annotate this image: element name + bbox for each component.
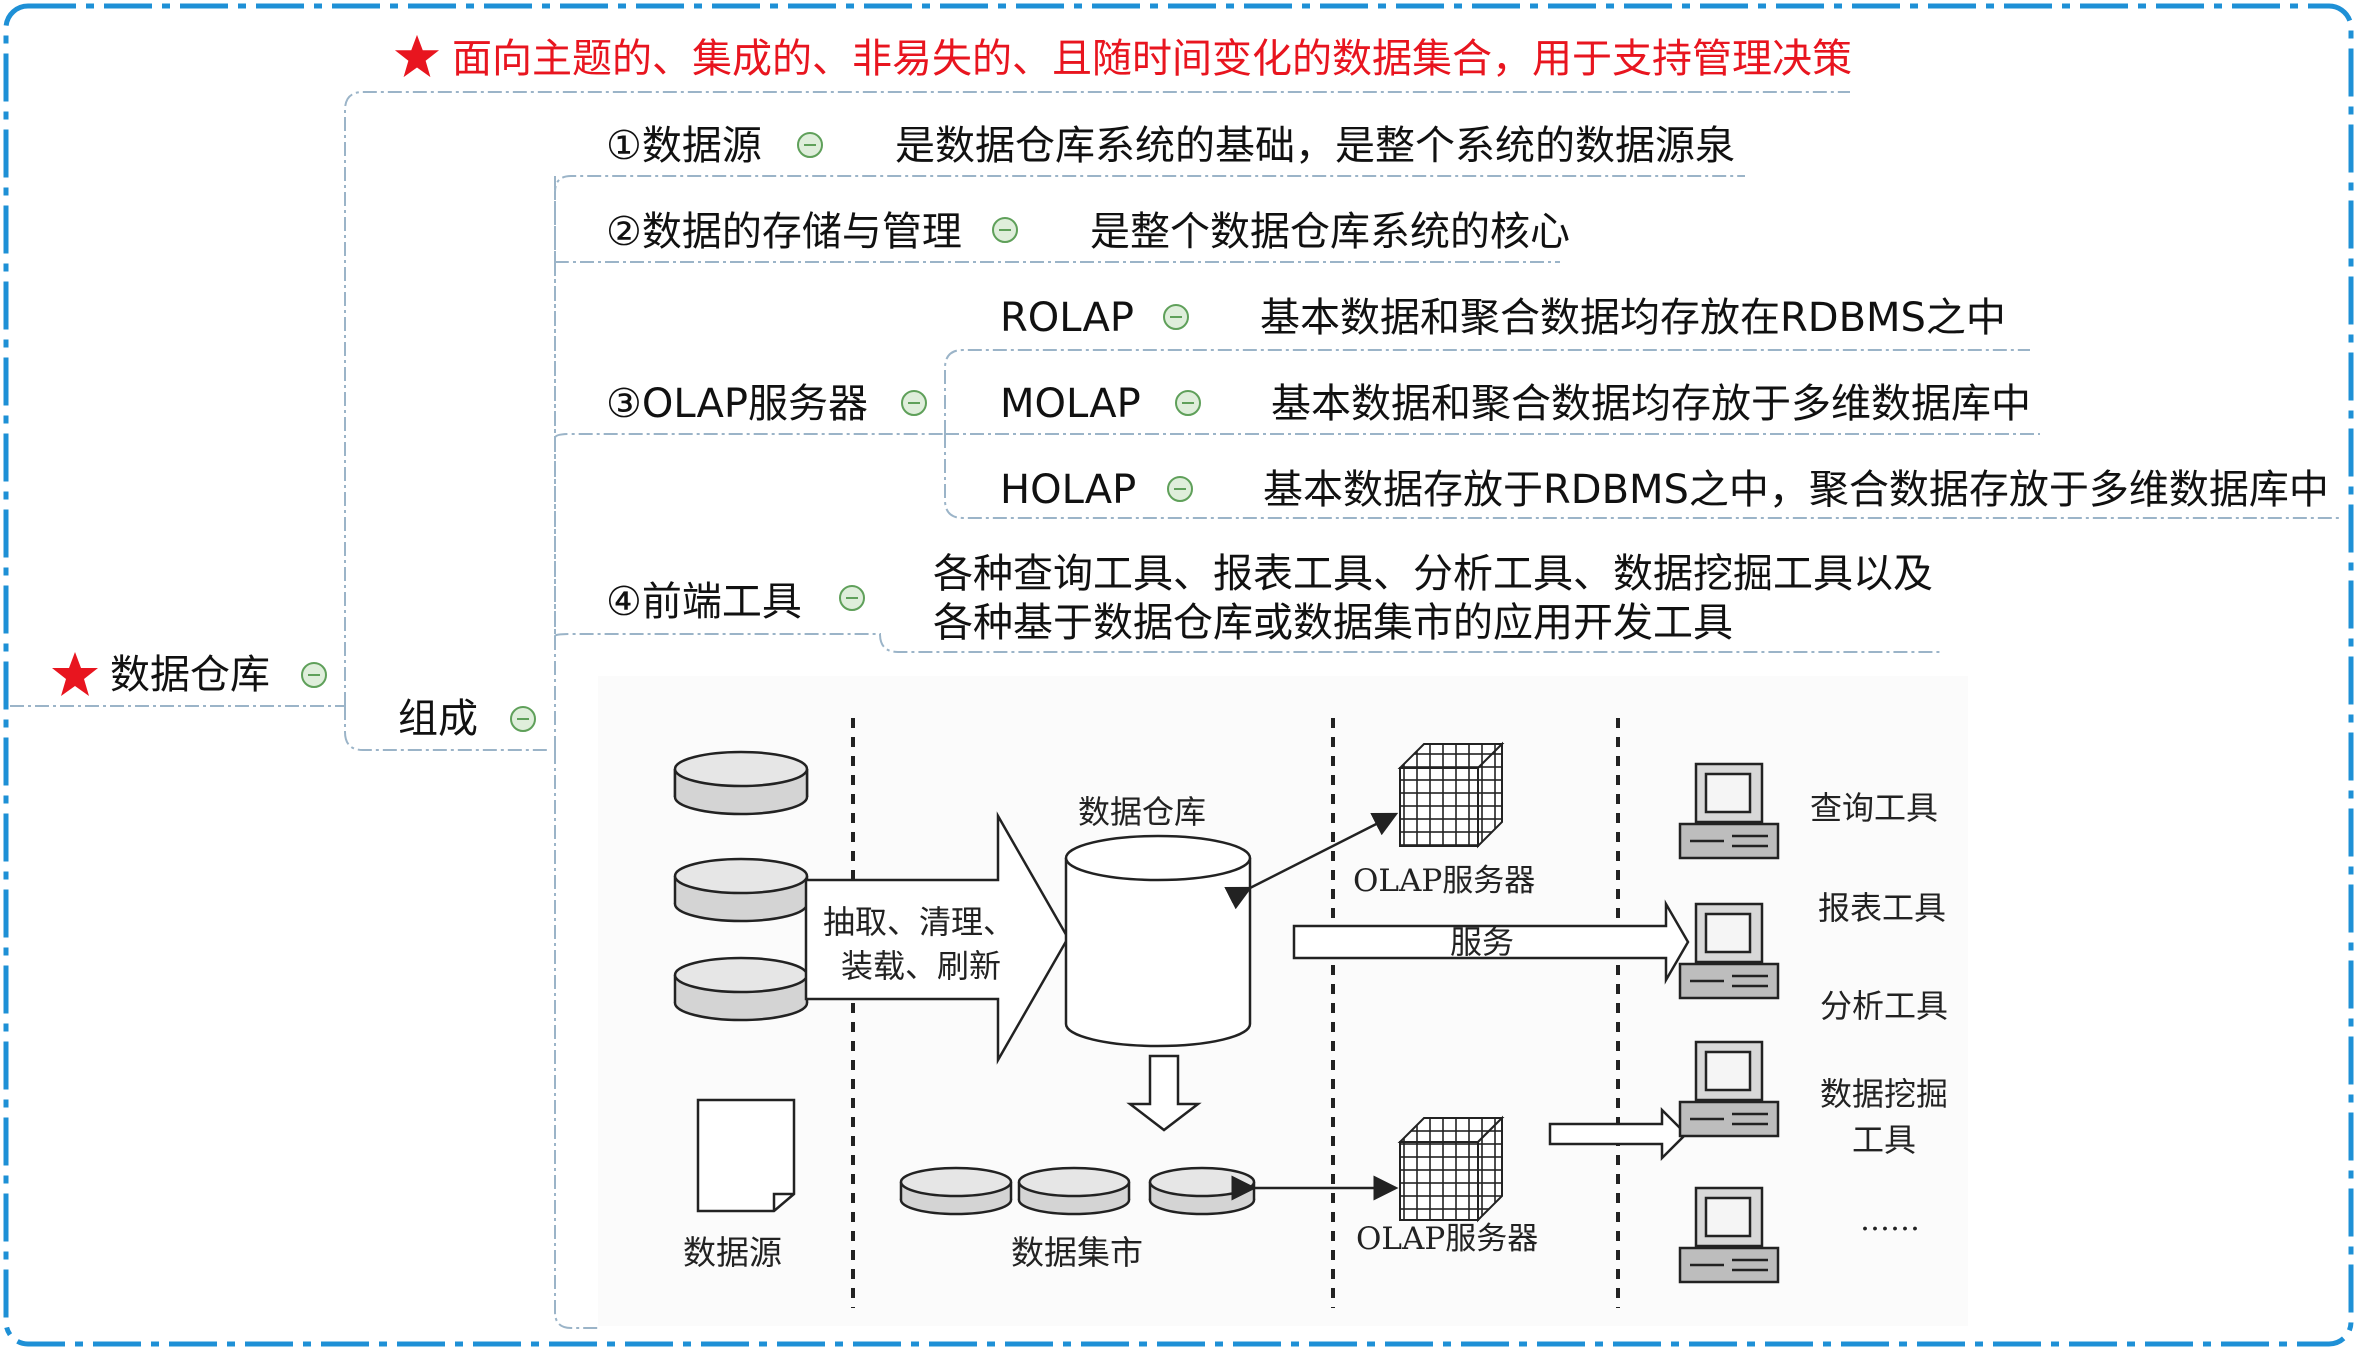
olap-cube-top (1397, 741, 1505, 849)
olap-holap-label[interactable]: HOLAP (1000, 467, 1137, 513)
computer-icon-1 (1678, 762, 1780, 860)
component-data-source-label[interactable]: ①数据源 (606, 123, 762, 169)
tool-mining-caption-line1: 数据挖掘 (1820, 1075, 1949, 1113)
olap-holap-desc: 基本数据存放于RDBMS之中，聚合数据存放于多维数据库中 (1263, 467, 2329, 513)
olap-holap-toggle[interactable] (1167, 476, 1193, 502)
tool-analysis-caption: 分析工具 (1820, 987, 1949, 1025)
component-storage-toggle[interactable] (992, 217, 1018, 243)
component-frontend-desc-line1: 各种查询工具、报表工具、分析工具、数据挖掘工具以及 (933, 551, 1933, 597)
component-storage-label[interactable]: ②数据的存储与管理 (606, 209, 962, 255)
source-disk-1 (673, 750, 809, 816)
component-storage-desc: 是整个数据仓库系统的核心 (1090, 209, 1570, 255)
root-node-label[interactable]: 数据仓库 (110, 652, 270, 698)
olap-server-bottom-caption: OLAP服务器 (1356, 1221, 1539, 1257)
service-caption: 服务 (1450, 923, 1515, 961)
datamart-caption: 数据集市 (1011, 1233, 1143, 1272)
tool-more-caption: …… (1860, 1203, 1920, 1238)
composition-collapse-toggle[interactable] (510, 706, 536, 732)
definition-text[interactable]: 面向主题的、集成的、非易失的、且随时间变化的数据集合，用于支持管理决策 (452, 36, 1852, 82)
component-olap-label[interactable]: ③OLAP服务器 (606, 381, 869, 427)
olap-cube-bottom (1397, 1115, 1505, 1223)
definition-star-icon (394, 34, 440, 78)
composition-label[interactable]: 组成 (398, 696, 478, 742)
etl-caption-line1: 抽取、清理、 (823, 903, 1016, 941)
source-disk-2 (673, 857, 809, 923)
warehouse-cylinder (1064, 834, 1252, 1048)
service-arrow (1292, 899, 1690, 985)
component-frontend-toggle[interactable] (839, 585, 865, 611)
datamart-disk-3 (1148, 1166, 1256, 1216)
component-olap-toggle[interactable] (901, 390, 927, 416)
datamart-disk-2 (1017, 1166, 1131, 1216)
olap-rolap-toggle[interactable] (1163, 304, 1189, 330)
root-star-icon (52, 652, 98, 696)
olap-molap-toggle[interactable] (1175, 390, 1201, 416)
down-arrow (1126, 1054, 1202, 1132)
etl-caption-line2: 装载、刷新 (841, 947, 1002, 985)
olap-molap-label[interactable]: MOLAP (1000, 381, 1141, 427)
component-data-source-desc: 是数据仓库系统的基础，是整个系统的数据源泉 (895, 123, 1735, 169)
olap-server-top-caption: OLAP服务器 (1353, 863, 1536, 899)
olap-rolap-label[interactable]: ROLAP (1000, 295, 1134, 341)
olap-molap-desc: 基本数据和聚合数据均存放于多维数据库中 (1271, 381, 2031, 427)
computer-icon-3 (1678, 1040, 1780, 1138)
sources-caption: 数据源 (683, 1233, 782, 1272)
tool-report-caption: 报表工具 (1818, 889, 1947, 927)
component-frontend-label[interactable]: ④前端工具 (606, 579, 802, 625)
etl-arrow (804, 811, 1070, 1065)
architecture-figure: 数据源 抽取、清理、 装载、刷新 数据仓库 数据集市 OLAP服务器 OLAP服… (598, 676, 1968, 1326)
computer-icon-4 (1678, 1186, 1780, 1284)
component-data-source-toggle[interactable] (797, 132, 823, 158)
source-disk-3 (673, 956, 809, 1022)
datamart-disk-1 (899, 1166, 1013, 1216)
document-icon (696, 1098, 796, 1213)
tool-mining-caption-line2: 工具 (1852, 1121, 1917, 1159)
warehouse-caption: 数据仓库 (1078, 793, 1207, 831)
architecture-drawing (673, 718, 1780, 1308)
component-frontend-desc-line2: 各种基于数据仓库或数据集市的应用开发工具 (933, 600, 1733, 646)
computer-icon-2 (1678, 902, 1780, 1000)
arrow-warehouse-cube (1224, 812, 1399, 910)
tool-arrow-bottom (1548, 1106, 1688, 1162)
olap-rolap-desc: 基本数据和聚合数据均存放在RDBMS之中 (1260, 295, 2006, 341)
root-collapse-toggle[interactable] (301, 662, 327, 688)
tool-query-caption: 查询工具 (1810, 789, 1939, 827)
